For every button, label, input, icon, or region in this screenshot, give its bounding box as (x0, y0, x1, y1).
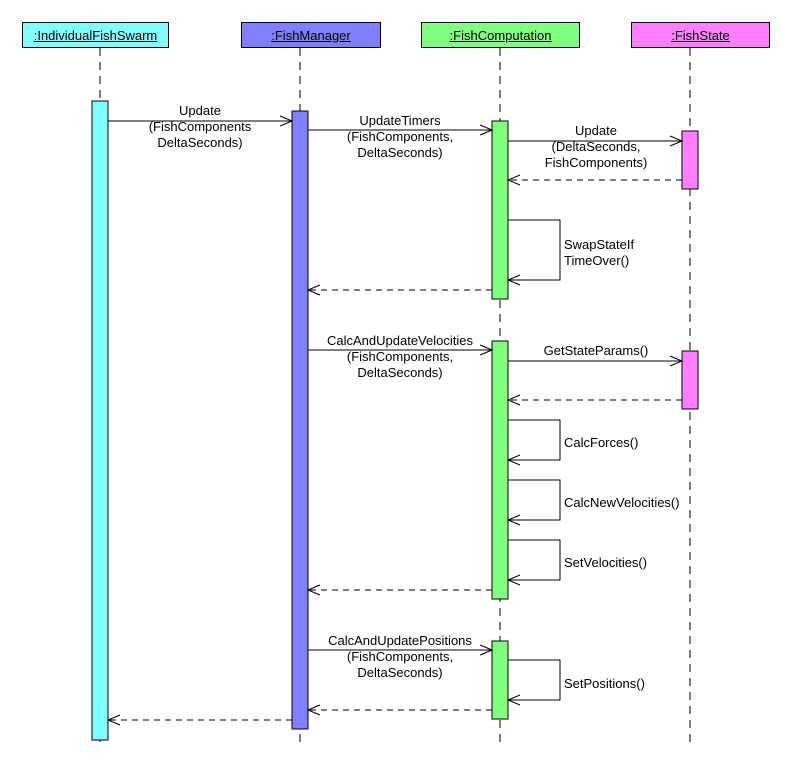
message-label-line: Update (179, 103, 221, 118)
activation-bar-comp-4 (491, 640, 509, 720)
arrowhead-calc-velocities-return (306, 584, 321, 596)
activation-bar-manager-1 (291, 110, 309, 730)
message-label-line: CalcAndUpdateVelocities (327, 333, 473, 348)
activation-bar-comp-2 (491, 120, 509, 300)
arrowhead-calc-velocities-call (479, 344, 494, 356)
message-line-swap-state-self (508, 219, 561, 281)
message-label-line: Update (575, 123, 617, 138)
arrowhead-get-state-params-call (669, 355, 684, 367)
message-label-line: SetPositions() (564, 676, 645, 691)
message-label-set-velocities-self: SetVelocities() (564, 555, 647, 571)
arrowhead-swap-state-self (506, 274, 521, 286)
message-line-calc-forces-self (508, 419, 561, 461)
message-line-set-velocities-self (508, 539, 561, 581)
message-label-line: (FishComponents, (346, 349, 454, 364)
participant-fish-manager[interactable]: :FishManager (241, 22, 381, 48)
arrowhead-update-timers-call (479, 124, 494, 136)
message-label-get-state-params-call: GetStateParams() (496, 343, 696, 359)
message-label-line: GetStateParams() (543, 343, 649, 358)
arrowhead-update-timers-return (306, 284, 321, 296)
message-label-calc-positions-call: CalcAndUpdatePositions(FishComponents,De… (300, 633, 500, 681)
message-label-line: (FishComponents, (346, 129, 454, 144)
message-label-line: DeltaSeconds) (357, 145, 443, 160)
arrowhead-calc-forces-self (506, 454, 521, 466)
arrowhead-set-positions-self (506, 694, 521, 706)
activation-bar-state-6 (681, 350, 699, 410)
message-label-line: TimeOver() (564, 253, 630, 268)
participant-fish-computation[interactable]: :FishComputation (421, 22, 580, 48)
message-label-line: DeltaSeconds) (157, 135, 243, 150)
activation-bar-comp-3 (491, 340, 509, 600)
arrowhead-update-call (279, 115, 294, 127)
arrowhead-set-velocities-self (506, 574, 521, 586)
arrowhead-calc-positions-return (306, 704, 321, 716)
message-label-line: CalcForces() (564, 435, 639, 450)
activation-bar-state-5 (681, 130, 699, 190)
arrowhead-state-update-call (669, 135, 684, 147)
message-label-state-update-call: Update(DeltaSeconds,FishComponents) (496, 123, 696, 171)
message-label-calc-new-velocities-self: CalcNewVelocities() (564, 495, 680, 511)
message-label-line: (FishComponents (148, 119, 252, 134)
message-label-line: CalcNewVelocities() (564, 495, 680, 510)
message-label-line: SwapStateIf (564, 237, 635, 252)
message-label-line: DeltaSeconds) (357, 365, 443, 380)
message-label-line: FishComponents) (544, 155, 648, 170)
arrowhead-update-return (106, 714, 121, 726)
message-line-calc-new-velocities-self (508, 479, 561, 521)
message-label-line: SetVelocities() (564, 555, 648, 570)
message-line-set-positions-self (508, 659, 561, 701)
arrowhead-get-state-params-return (506, 394, 521, 406)
message-label-update-timers-call: UpdateTimers(FishComponents,DeltaSeconds… (300, 113, 500, 161)
message-label-line: CalcAndUpdatePositions (328, 633, 472, 648)
message-label-set-positions-self: SetPositions() (564, 676, 645, 692)
arrowhead-calc-positions-call (479, 644, 494, 656)
activation-bar-swarm-0 (91, 100, 109, 741)
message-label-line: (FishComponents, (346, 649, 454, 664)
participant-individual-fish-swarm[interactable]: :IndividualFishSwarm (22, 22, 169, 48)
arrowhead-calc-new-velocities-self (506, 514, 521, 526)
message-label-line: DeltaSeconds) (357, 665, 443, 680)
arrowhead-state-update-return (506, 174, 521, 186)
message-label-calc-velocities-call: CalcAndUpdateVelocities(FishComponents,D… (300, 333, 500, 381)
message-label-line: UpdateTimers (359, 113, 441, 128)
message-label-line: (DeltaSeconds, (551, 139, 641, 154)
message-label-calc-forces-self: CalcForces() (564, 435, 638, 451)
participant-fish-state[interactable]: :FishState (631, 22, 770, 48)
